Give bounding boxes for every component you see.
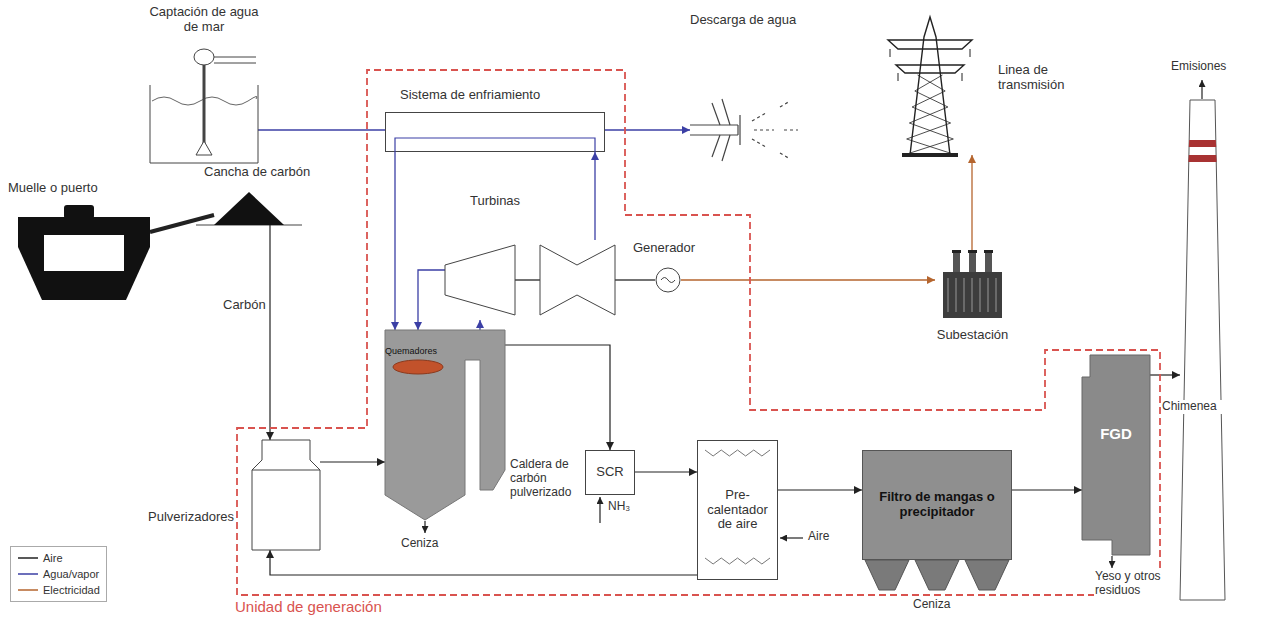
legend-text: Electricidad xyxy=(43,584,100,596)
ship-shape xyxy=(18,205,150,300)
air-preheater: Pre- calentador de aire xyxy=(697,440,778,580)
node-label: Turbinas xyxy=(470,194,560,209)
node-label: Subestación xyxy=(927,328,1018,343)
flow-label: Emisiones xyxy=(1170,60,1227,74)
flow-label: Ceniza xyxy=(912,598,951,612)
outlet-shape xyxy=(690,95,810,165)
boiler-shape xyxy=(385,330,505,520)
node-label: Pulverizadores xyxy=(140,510,234,525)
flow-connector xyxy=(394,152,395,330)
legend-line-sample xyxy=(17,553,39,563)
pulv-shape xyxy=(252,440,320,550)
chimney: Chimenea xyxy=(1180,100,1225,600)
flow-connector xyxy=(605,129,690,130)
fgd-unit: FGD xyxy=(1082,355,1150,555)
node-label: Quemadores xyxy=(385,346,455,356)
stack-shape xyxy=(1180,100,1225,600)
node-label: Generador xyxy=(633,241,713,256)
port-pier: Muelle o puerto xyxy=(18,205,150,300)
gen-shape xyxy=(655,267,681,293)
legend: AireAgua/vaporElectricidad xyxy=(10,546,107,602)
bag-filter: Filtro de mangas o precipitador xyxy=(862,450,1012,560)
node-label: Filtro de mangas o precipitador xyxy=(867,490,1007,520)
legend-line-sample xyxy=(17,569,39,579)
flow-connector xyxy=(594,152,595,240)
node-label: SCR xyxy=(590,465,630,480)
node-label: Muelle o puerto xyxy=(8,181,128,196)
node-label: Chimenea xyxy=(1162,400,1224,414)
burner-shape xyxy=(393,360,443,374)
flow-connector xyxy=(479,320,480,330)
scr-box: SCR xyxy=(585,450,635,495)
node-label: Descarga de agua xyxy=(690,13,820,28)
flow-connector xyxy=(971,155,972,250)
seawater-intake: Captación de agua de mar xyxy=(150,45,258,165)
node-label: Captación de agua de mar xyxy=(144,5,264,35)
generation-unit-region: Sistema de enfriamientoTurbinasGenerador… xyxy=(237,70,1160,595)
flow-label: NH₃ xyxy=(607,500,631,514)
node-label: Caldera de carbón pulverizado xyxy=(510,458,584,499)
gypsum-arrow xyxy=(1111,556,1112,568)
edge-label: Carbón xyxy=(222,298,267,313)
pile-shape xyxy=(214,192,284,225)
ammonia-arrow xyxy=(599,497,600,523)
flow-label: Ceniza xyxy=(400,537,439,551)
node-label: Sistema de enfriamiento xyxy=(400,88,590,103)
tower-shape xyxy=(880,15,980,155)
conveyor-line xyxy=(150,215,214,232)
flow-connector xyxy=(615,279,655,281)
flow-connector xyxy=(778,489,862,490)
air-arrow xyxy=(780,537,803,538)
burner: Quemadores xyxy=(393,360,443,374)
pulverizer: Pulverizadores xyxy=(252,440,320,550)
node-label: Pre- calentador de aire xyxy=(702,488,773,533)
ash-arrow xyxy=(424,521,425,533)
flow-connector xyxy=(505,345,610,450)
flow-connector xyxy=(418,270,445,330)
flow-connector xyxy=(320,461,385,462)
flow-connector xyxy=(1150,374,1180,375)
flow-connector xyxy=(1012,489,1082,490)
flow-connector xyxy=(269,225,270,440)
turbine-shape xyxy=(445,240,615,320)
legend-text: Aire xyxy=(43,552,63,564)
flow-connector xyxy=(681,279,935,280)
water-discharge: Descarga de agua xyxy=(690,95,810,165)
substation: Subestación xyxy=(935,250,1010,320)
intake-shape xyxy=(150,45,258,165)
legend-text: Agua/vapor xyxy=(43,568,99,580)
transmission-tower: Linea de transmisión xyxy=(880,15,980,155)
boiler: QuemadoresCaldera de carbón pulverizado xyxy=(385,330,505,520)
generator: Generador xyxy=(655,267,681,293)
cooling-system: Sistema de enfriamiento xyxy=(385,112,605,152)
legend-item: Aire xyxy=(17,550,100,566)
cool-shape xyxy=(385,112,605,152)
fgd-shape xyxy=(1082,355,1150,555)
flow-connector xyxy=(258,129,385,130)
flow-label: Aire xyxy=(807,530,830,544)
legend-item: Agua/vapor xyxy=(17,566,100,582)
legend-item: Electricidad xyxy=(17,582,100,598)
node-label: Cancha de carbón xyxy=(204,165,324,180)
turbine-set: Turbinas xyxy=(445,240,615,320)
node-label: FGD xyxy=(1082,425,1150,442)
xfmr-shape xyxy=(935,250,1010,320)
coal-yard: Cancha de carbón xyxy=(214,192,284,225)
flow-label: Yeso y otros residuos xyxy=(1094,570,1162,598)
flow-connector xyxy=(270,550,697,575)
legend-line-sample xyxy=(17,585,39,595)
node-label: Linea de transmisión xyxy=(998,63,1090,93)
node-label: Unidad de generación xyxy=(235,598,455,615)
emission-arrow xyxy=(1201,80,1202,99)
flow-connector xyxy=(635,471,697,472)
